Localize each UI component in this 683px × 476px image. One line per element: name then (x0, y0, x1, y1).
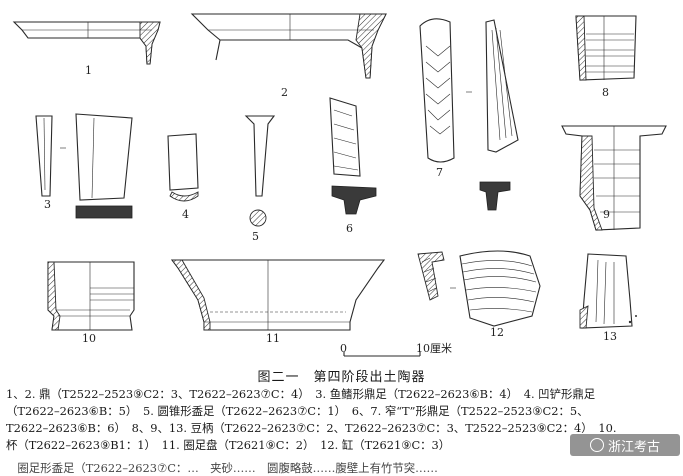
drawing-6-t-shape-leg (329, 97, 377, 215)
label-12: 12 (490, 326, 504, 339)
drawing-10-cup (47, 261, 135, 331)
publisher-watermark: 浙江考古 (570, 434, 680, 456)
drawing-4-shovel-leg (167, 133, 199, 202)
caption-line: 杯（T2622–2623⑨B1：1） 11. 圈足盘（T2621⑨C：2） 12… (6, 438, 451, 452)
scale-end-label: 10厘米 (416, 342, 452, 355)
scale-bar: 0 10厘米 (340, 342, 452, 357)
watermark-logo-icon (589, 438, 604, 452)
drawing-7-chevron-leg (419, 18, 519, 211)
label-4: 4 (182, 208, 189, 221)
drawing-12-vat (417, 250, 541, 327)
pottery-drawings-figure: 1 2 3 4 5 6 (12, 13, 667, 357)
drawing-3-fish-fin-leg (35, 113, 133, 219)
label-2: 2 (281, 86, 288, 99)
label-1: 1 (85, 64, 92, 77)
drawing-9-dou-stem (561, 125, 667, 231)
drawing-2-ding (190, 13, 387, 79)
caption-line: （T2622–2623⑥B：5） 5. 圆锥形盉足（T2622–2623⑦C：1… (6, 404, 589, 418)
caption-line: T2622–2623⑥B：6） 8、9、13. 豆柄（T2622–2623⑦C：… (6, 421, 617, 435)
figure-caption-body: 1、2. 鼎（T2522–2523⑨C2：3、T2622–2623⑦C：4） 3… (6, 386, 678, 454)
drawing-8-dou-stem (575, 15, 637, 81)
label-7: 7 (436, 166, 443, 179)
drawing-5-conical-leg (244, 115, 276, 227)
scale-zero-label: 0 (340, 342, 347, 355)
drawing-11-ring-foot-plate (170, 259, 386, 331)
figure-caption-title: 图二一 第四阶段出土陶器 (257, 370, 426, 385)
label-5: 5 (252, 230, 259, 243)
label-11: 11 (266, 332, 280, 345)
label-3: 3 (44, 198, 51, 211)
body-text-cut-line: 圈足形盉足（T2622–2623⑦C：… 夹砂…… 圆腹略鼓……腹壁上有竹节突…… (6, 461, 438, 475)
label-6: 6 (346, 222, 353, 235)
label-8: 8 (602, 86, 609, 99)
caption-line: 1、2. 鼎（T2522–2523⑨C2：3、T2622–2623⑦C：4） 3… (6, 387, 596, 401)
drawing-1-ding-rim (12, 21, 161, 65)
drawing-13-dou-stem (579, 253, 637, 329)
label-13: 13 (603, 330, 617, 343)
label-10: 10 (82, 332, 96, 345)
label-9: 9 (603, 208, 610, 221)
watermark-text: 浙江考古 (607, 439, 660, 455)
